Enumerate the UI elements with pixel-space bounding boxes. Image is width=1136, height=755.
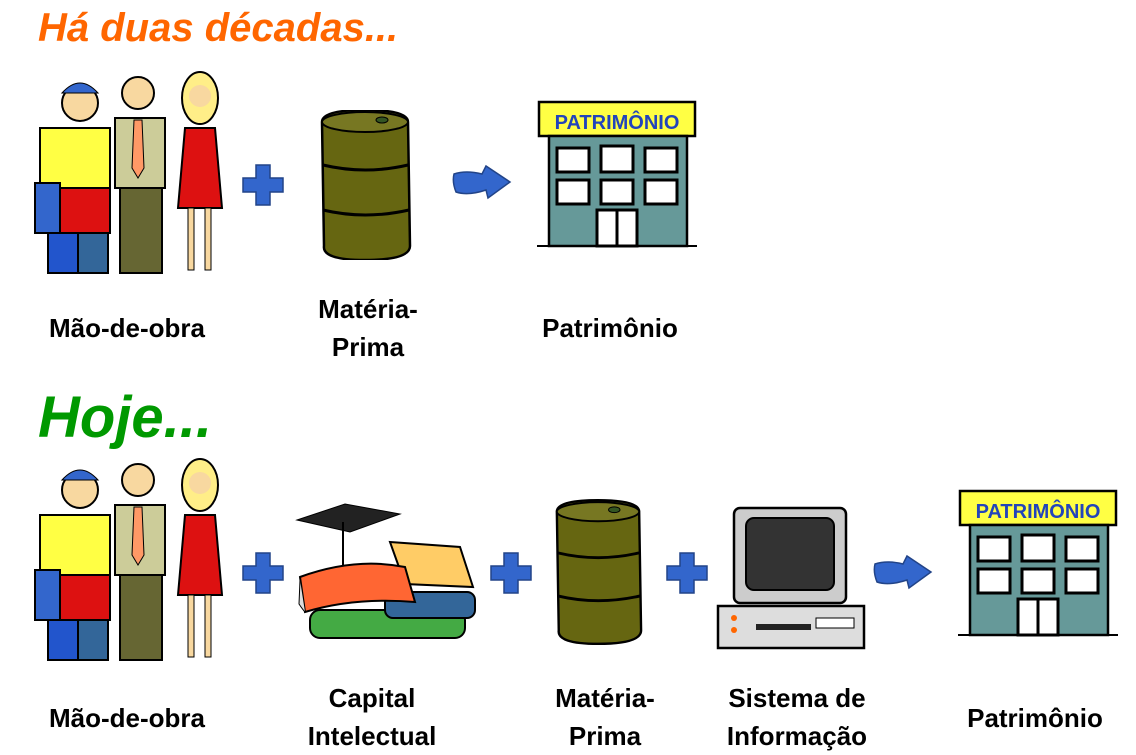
label-raw-material: Matéria- Prima (318, 290, 418, 366)
arrow-right-icon (452, 164, 512, 200)
workforce-illustration (20, 455, 230, 665)
plus-icon (665, 551, 709, 595)
barrel-illustration (553, 498, 643, 646)
building-sign: PATRIMÔNIO (555, 110, 680, 134)
label-line: Matéria- (555, 683, 655, 713)
label-line: Informação (726, 721, 868, 751)
plus-icon (241, 551, 285, 595)
label-assets: Patrimônio (967, 703, 1103, 733)
workforce-illustration (20, 68, 230, 278)
computer-illustration (716, 506, 866, 651)
building-illustration: PATRIMÔNIO (958, 489, 1118, 639)
label-information-system: Sistema de Informação (727, 679, 867, 755)
plus-icon (489, 551, 533, 595)
building-sign: PATRIMÔNIO (976, 499, 1101, 523)
arrow-right-icon (873, 554, 933, 590)
label-labor: Mão-de-obra (49, 313, 205, 343)
building-illustration: PATRIMÔNIO (537, 100, 697, 250)
today-title: Hoje... (38, 385, 213, 450)
label-line: Prima (568, 721, 642, 751)
label-intellectual-capital: Capital Intelectual (308, 679, 437, 755)
label-line: Capital (328, 683, 416, 713)
barrel-illustration (318, 110, 412, 260)
past-title: Há duas décadas... (38, 6, 399, 50)
label-assets: Patrimônio (542, 313, 678, 343)
label-line: Intelectual (307, 721, 437, 751)
label-line: Sistema de (728, 683, 866, 713)
label-labor: Mão-de-obra (49, 703, 205, 733)
label-raw-material: Matéria- Prima (555, 679, 655, 755)
plus-icon (241, 163, 285, 207)
label-line: Matéria- (318, 294, 418, 324)
label-line: Prima (331, 332, 405, 362)
books-graduation-cap-illustration (295, 502, 480, 642)
